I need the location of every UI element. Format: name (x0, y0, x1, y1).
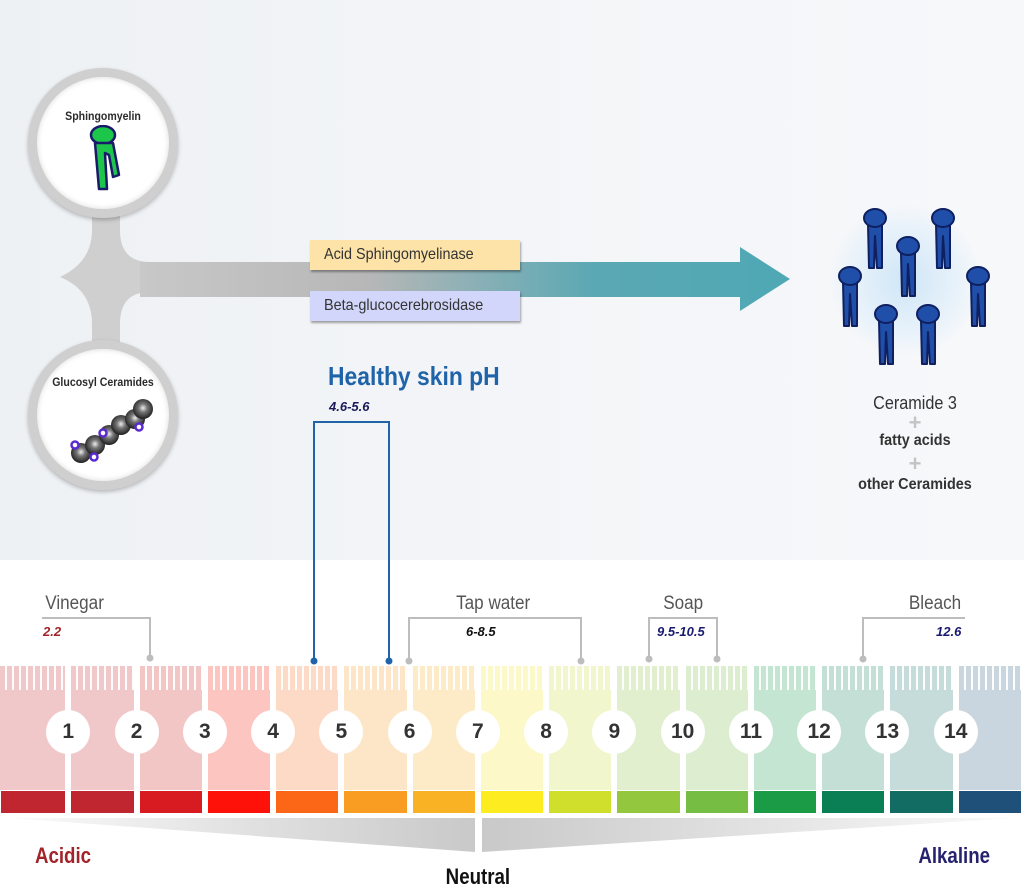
ceramide-cluster-icon (838, 208, 990, 365)
ph-number-13: 13 (865, 710, 910, 754)
ph-number-8: 8 (524, 710, 569, 754)
ph-segment (0, 666, 66, 790)
ph-color-band (207, 791, 271, 813)
reaction-arrow (140, 247, 790, 311)
pathway-diagram (60, 190, 790, 360)
ceramide-molecule-icon (966, 266, 990, 327)
ph-number-5: 5 (319, 710, 364, 754)
ph-color-band (412, 791, 475, 813)
ruler-ticks (139, 666, 202, 690)
ph-color-band (139, 791, 202, 813)
ph-color-band (685, 791, 748, 813)
enzyme-beta-glucocerebrosidase: Beta-glucocerebrosidase (310, 291, 520, 321)
ph-color-band (276, 791, 339, 813)
example-soap: Soap (663, 593, 704, 614)
ruler-ticks (344, 666, 407, 690)
ph-number-11: 11 (728, 710, 773, 754)
ph-color-band (822, 791, 885, 813)
substrate-connector (60, 190, 150, 360)
ph-segment (276, 666, 339, 790)
sphingomyelin-label: Sphingomyelin (65, 109, 141, 123)
ph-color-band (753, 791, 817, 813)
ph-segment (617, 666, 680, 790)
ph-number-4: 4 (251, 710, 296, 754)
ph-number-7: 7 (455, 710, 500, 754)
enzyme-label: Acid Sphingomyelinase (324, 246, 474, 263)
sphingomyelin-molecule-icon (89, 125, 121, 191)
ruler-ticks (276, 666, 339, 690)
ph-color-band (480, 791, 544, 813)
ph-color-band (549, 791, 612, 813)
acidic-label: Acidic (34, 843, 92, 868)
ceramide-molecule-icon (874, 304, 898, 365)
ceramide-molecule-icon (896, 236, 920, 297)
ruler-ticks (480, 666, 544, 690)
healthy-skin-marker (310, 657, 318, 665)
ruler-ticks (617, 666, 680, 690)
ph-number-1: 1 (46, 710, 91, 754)
example-vinegar-value: 2.2 (43, 624, 62, 639)
glucosyl-ceramides-circle: Glucosyl Ceramides (28, 340, 178, 490)
ph-color-band (344, 791, 407, 813)
ruler-ticks (890, 666, 953, 690)
example-bleach: Bleach (908, 593, 962, 614)
healthy-skin-marker (385, 657, 393, 665)
product-fatty-acids: fatty acids (879, 432, 951, 449)
sphingomyelin-circle: Sphingomyelin (28, 68, 178, 218)
ph-color-band (71, 791, 134, 813)
ph-number-2: 2 (114, 710, 159, 754)
alkaline-label: Alkaline (918, 843, 991, 868)
healthy-skin-range: 4.6-5.6 (329, 399, 370, 414)
ph-color-band (958, 791, 1021, 813)
enzyme-acid-sphingomyelinase: Acid Sphingomyelinase (310, 240, 520, 270)
ceramide-molecule-icon (863, 208, 887, 269)
ph-number-14: 14 (933, 710, 978, 754)
plus-icon: + (908, 410, 922, 435)
ruler-ticks (822, 666, 885, 690)
plus-icon: + (908, 451, 922, 476)
ph-number-3: 3 (182, 710, 227, 754)
ruler-ticks (71, 666, 134, 690)
ph-number-9: 9 (592, 710, 637, 754)
ph-number-10: 10 (660, 710, 705, 754)
example-bleach-value: 12.6 (936, 624, 962, 639)
example-soap-value: 9.5-10.5 (657, 624, 705, 639)
alkaline-wedge (482, 818, 1015, 852)
acidic-wedge (10, 818, 475, 852)
neutral-label: Neutral (445, 864, 511, 889)
ruler-ticks (0, 666, 66, 690)
product-ceramide-3: Ceramide 3 (873, 393, 957, 413)
ph-number-12: 12 (797, 710, 842, 754)
example-tap-water: Tap water (456, 593, 531, 614)
example-vinegar: Vinegar (45, 593, 104, 614)
ceramide-molecule-icon (931, 208, 955, 269)
glucosyl-ceramides-label: Glucosyl Ceramides (52, 375, 154, 389)
ruler-ticks (685, 666, 748, 690)
ruler-ticks (549, 666, 612, 690)
ceramide-molecule-icon (916, 304, 940, 365)
ruler-ticks (207, 666, 271, 690)
ph-color-band (617, 791, 680, 813)
ruler-ticks (753, 666, 817, 690)
product-other-ceramides: other Ceramides (858, 476, 972, 493)
glucosyl-ceramide-chain-icon (70, 399, 153, 463)
ph-color-band (890, 791, 953, 813)
ph-number-6: 6 (387, 710, 432, 754)
healthy-skin-title: Healthy skin pH (328, 361, 500, 391)
ph-color-band (1, 791, 66, 813)
enzyme-label: Beta-glucocerebrosidase (324, 297, 484, 314)
ruler-ticks (412, 666, 475, 690)
ruler-ticks (958, 666, 1021, 690)
example-tap-water-value: 6-8.5 (466, 624, 496, 639)
neutral-wedges (10, 818, 1015, 852)
ceramide-molecule-icon (838, 266, 862, 327)
